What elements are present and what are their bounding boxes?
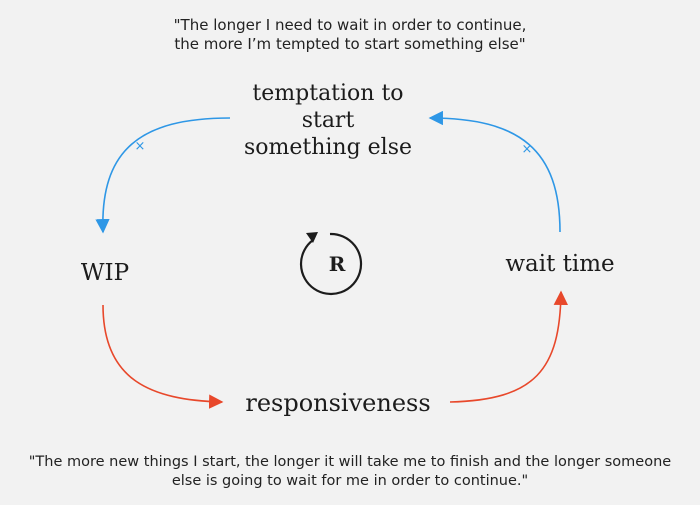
link-temptation-to-wip — [95, 117, 231, 234]
node-responsiveness: responsiveness — [245, 389, 431, 417]
link-wip-to-responsiveness-gap-mark — [118, 358, 128, 368]
link-wait-to-temptation-marker: × — [522, 142, 533, 157]
node-temptation-line2: start — [301, 108, 355, 133]
link-responsiveness-to-wait-gap-mark — [522, 372, 532, 382]
link-temptation-to-wip-marker: × — [135, 139, 146, 154]
link-wait-to-temptation — [428, 110, 561, 233]
node-wait-time: wait time — [505, 251, 615, 277]
quote-bottom-line1: "The more new things I start, the longer… — [28, 454, 672, 470]
link-wip-to-responsiveness — [102, 304, 224, 409]
node-wip: WIP — [80, 260, 130, 286]
loop-arrowhead-icon — [306, 232, 318, 243]
node-temptation: temptation to start something else — [228, 80, 428, 161]
quote-top: "The longer I need to wait in order to c… — [0, 16, 700, 54]
quote-top-line2: the more I’m tempted to start something … — [174, 35, 526, 53]
quote-bottom: "The more new things I start, the longer… — [0, 453, 700, 491]
node-temptation-line1: temptation to — [252, 81, 404, 106]
quote-top-line1: "The longer I need to wait in order to c… — [173, 16, 527, 34]
loop-label: R — [328, 252, 346, 276]
loop-circle — [299, 232, 363, 296]
node-temptation-line3: something else — [243, 135, 413, 160]
quote-bottom-line2: else is going to wait for me in order to… — [171, 473, 529, 489]
link-responsiveness-to-wait — [449, 290, 569, 403]
